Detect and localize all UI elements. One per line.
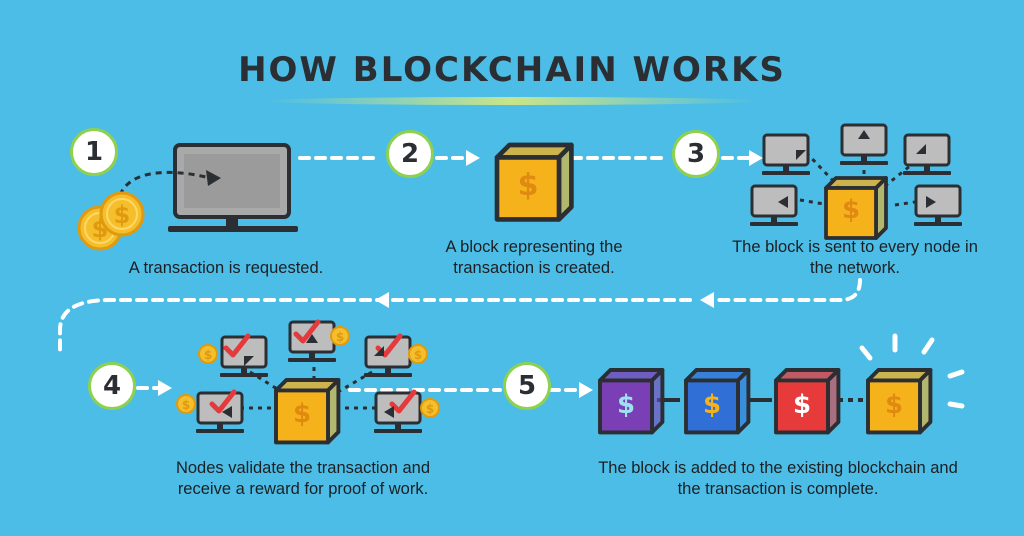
flow-connectors bbox=[58, 156, 862, 392]
coin-symbol: $ bbox=[336, 330, 344, 344]
coin-symbol: $ bbox=[182, 398, 190, 412]
dollar-coin-icon: $ bbox=[198, 344, 218, 364]
step-3-caption: The block is sent to every node in the n… bbox=[732, 238, 978, 277]
title-underline bbox=[262, 97, 762, 105]
block-symbol: $ bbox=[518, 168, 539, 203]
step-2-illustration: $ bbox=[497, 145, 571, 219]
step-1-caption: A transaction is requested. bbox=[128, 259, 324, 277]
node-computer-icon bbox=[901, 133, 953, 177]
block-symbol: $ bbox=[293, 399, 311, 429]
step-number-2: 2 bbox=[386, 130, 434, 178]
block-symbol: $ bbox=[793, 390, 811, 420]
arrow-icon bbox=[222, 334, 394, 418]
step-2-caption: A block representing the transaction is … bbox=[445, 238, 623, 277]
computer-monitor-icon bbox=[168, 143, 298, 232]
dollar-coin-icon: $ bbox=[99, 191, 145, 237]
flow-arrowheads bbox=[158, 150, 763, 398]
step-5-illustration: $ $ $ $ bbox=[598, 333, 965, 435]
dollar-coin-icon: $ bbox=[176, 394, 196, 414]
step-4-caption: Nodes validate the transaction and recei… bbox=[175, 459, 431, 498]
step-3-illustration: $ bbox=[748, 123, 964, 240]
shine-rays bbox=[859, 333, 965, 409]
page-title: HOW BLOCKCHAIN WORKS bbox=[238, 50, 786, 90]
block-symbol: $ bbox=[703, 390, 721, 420]
node-computer-icon bbox=[760, 133, 812, 177]
coin-symbol: $ bbox=[426, 402, 434, 416]
arrow-icon bbox=[778, 130, 936, 208]
reward-coins: $ $ $ $ $ bbox=[176, 326, 440, 418]
arrow-icon bbox=[206, 170, 221, 186]
step-1-illustration: $ $ bbox=[77, 143, 298, 251]
step-number-4: 4 bbox=[88, 362, 136, 410]
coin-symbol: $ bbox=[114, 201, 131, 229]
coin-symbol: $ bbox=[414, 348, 422, 362]
block-symbol: $ bbox=[842, 195, 860, 225]
node-computer-icon bbox=[912, 184, 964, 228]
node-computer-icon bbox=[748, 184, 800, 228]
coin-symbol: $ bbox=[204, 348, 212, 362]
step-number-1: 1 bbox=[70, 128, 118, 176]
step-4-illustration: $ $ $ $ $ $ bbox=[176, 322, 440, 445]
block-symbol: $ bbox=[617, 390, 635, 420]
step-number-3: 3 bbox=[672, 130, 720, 178]
dollar-coin-icon: $ bbox=[330, 326, 350, 346]
step-number-5: 5 bbox=[503, 362, 551, 410]
step-5-caption: The block is added to the existing block… bbox=[598, 459, 958, 498]
block-symbol: $ bbox=[885, 390, 903, 420]
dollar-coin-icon: $ bbox=[420, 398, 440, 418]
dollar-coin-icon: $ bbox=[408, 344, 428, 364]
